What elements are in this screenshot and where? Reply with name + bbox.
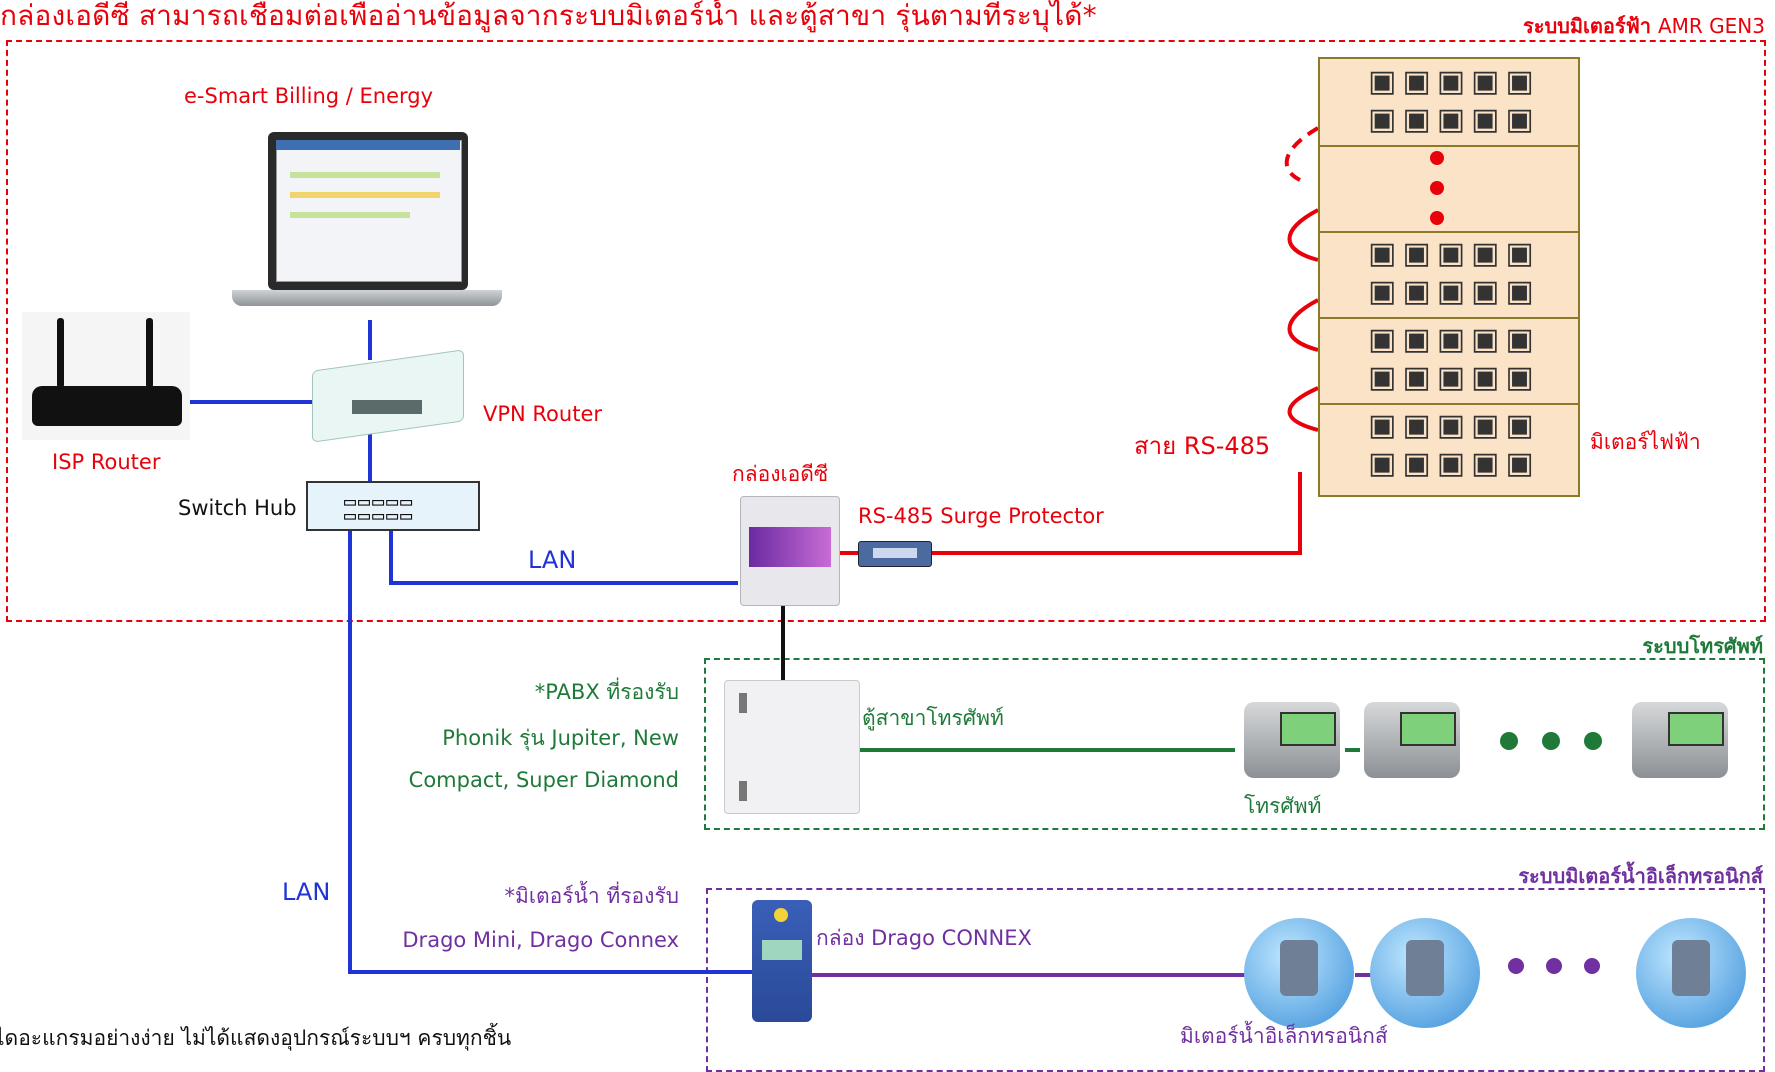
- pabx-box-label: ตู้สาขาโทรศัพท์: [862, 706, 1004, 730]
- drago-box-icon: [752, 900, 812, 1022]
- switch-icon: ▭▭▭▭▭ ▭▭▭▭▭: [306, 481, 480, 531]
- water-meter-icon: [1370, 918, 1480, 1028]
- isp-router-icon: [22, 312, 190, 440]
- electric-meter-icon: ▣▣▣▣▣▣▣▣▣▣: [1368, 64, 1540, 137]
- water-note-2: Drago Mini, Drago Connex: [402, 928, 679, 952]
- electric-meter-label: มิเตอร์ไฟฟ้า: [1590, 430, 1701, 454]
- telephone-icon: [1356, 688, 1468, 784]
- zone-phone-title: ระบบโทรศัพท์: [1642, 634, 1763, 658]
- lan-switch-drago: [348, 527, 752, 974]
- vpn-router-label: VPN Router: [483, 402, 603, 426]
- laptop-icon: [232, 132, 502, 312]
- pabx-note-1: *PABX ที่รองรับ: [534, 680, 679, 704]
- billing-software-label: e-Smart Billing / Energy: [184, 84, 434, 108]
- vpn-router-icon: [312, 349, 472, 443]
- page-title: กล่องเอดีซี สามารถเชื่อมต่อเพื่ออ่านข้อม…: [0, 0, 1097, 32]
- electric-meter-panel: ▣▣▣▣▣▣▣▣▣▣ ▣▣▣▣▣▣▣▣▣▣ ▣▣▣▣▣▣▣▣▣▣ ▣▣▣▣▣▣▣…: [1318, 57, 1580, 497]
- drago-box-label: กล่อง Drago CONNEX: [816, 926, 1032, 950]
- water-note-1: *มิเตอร์น้ำ ที่รองรับ: [504, 884, 679, 908]
- telephone-icon: [1236, 688, 1348, 784]
- pabx-note-2: Phonik รุ่น Jupiter, New: [442, 726, 679, 750]
- zone-phone: [704, 658, 1765, 830]
- rs485-label: สาย RS-485: [1134, 432, 1271, 460]
- water-meter-icon: [1636, 918, 1746, 1028]
- adc-box-label: กล่องเอดีซี: [732, 462, 829, 486]
- water-meter-label: มิเตอร์น้ำอิเล็กทรอนิกส์: [1180, 1024, 1388, 1048]
- adc-box-icon: [740, 496, 840, 606]
- surge-protector-label: RS-485 Surge Protector: [858, 504, 1104, 528]
- lan-top-label: LAN: [528, 546, 577, 574]
- switch-hub-label: Switch Hub: [178, 496, 297, 520]
- zone-electric: [6, 40, 1766, 622]
- pabx-icon: [724, 680, 860, 814]
- pabx-note-3: Compact, Super Diamond: [408, 768, 679, 792]
- zone-electric-title: ระบบมิเตอร์ฟ้า AMR GEN3: [1523, 10, 1765, 42]
- zone-water-title: ระบบมิเตอร์น้ำอิเล็กทรอนิกส์: [1518, 864, 1763, 888]
- water-meter-icon: [1244, 918, 1354, 1028]
- lan-switch-adc: [389, 527, 738, 585]
- surge-protector-icon: [858, 541, 932, 567]
- rs485-surge-meters: [928, 472, 1302, 555]
- zone-electric-title-th: ระบบมิเตอร์ฟ้า: [1522, 14, 1652, 38]
- lan-left-label: LAN: [282, 878, 331, 906]
- footnote: ไดอะแกรมอย่างง่าย ไม่ได้แสดงอุปกรณ์ระบบฯ…: [0, 1026, 512, 1050]
- zone-electric-title-en: AMR GEN3: [1657, 14, 1765, 38]
- isp-router-label: ISP Router: [52, 450, 161, 474]
- phone-label: โทรศัพท์: [1244, 794, 1322, 818]
- telephone-icon: [1624, 688, 1736, 784]
